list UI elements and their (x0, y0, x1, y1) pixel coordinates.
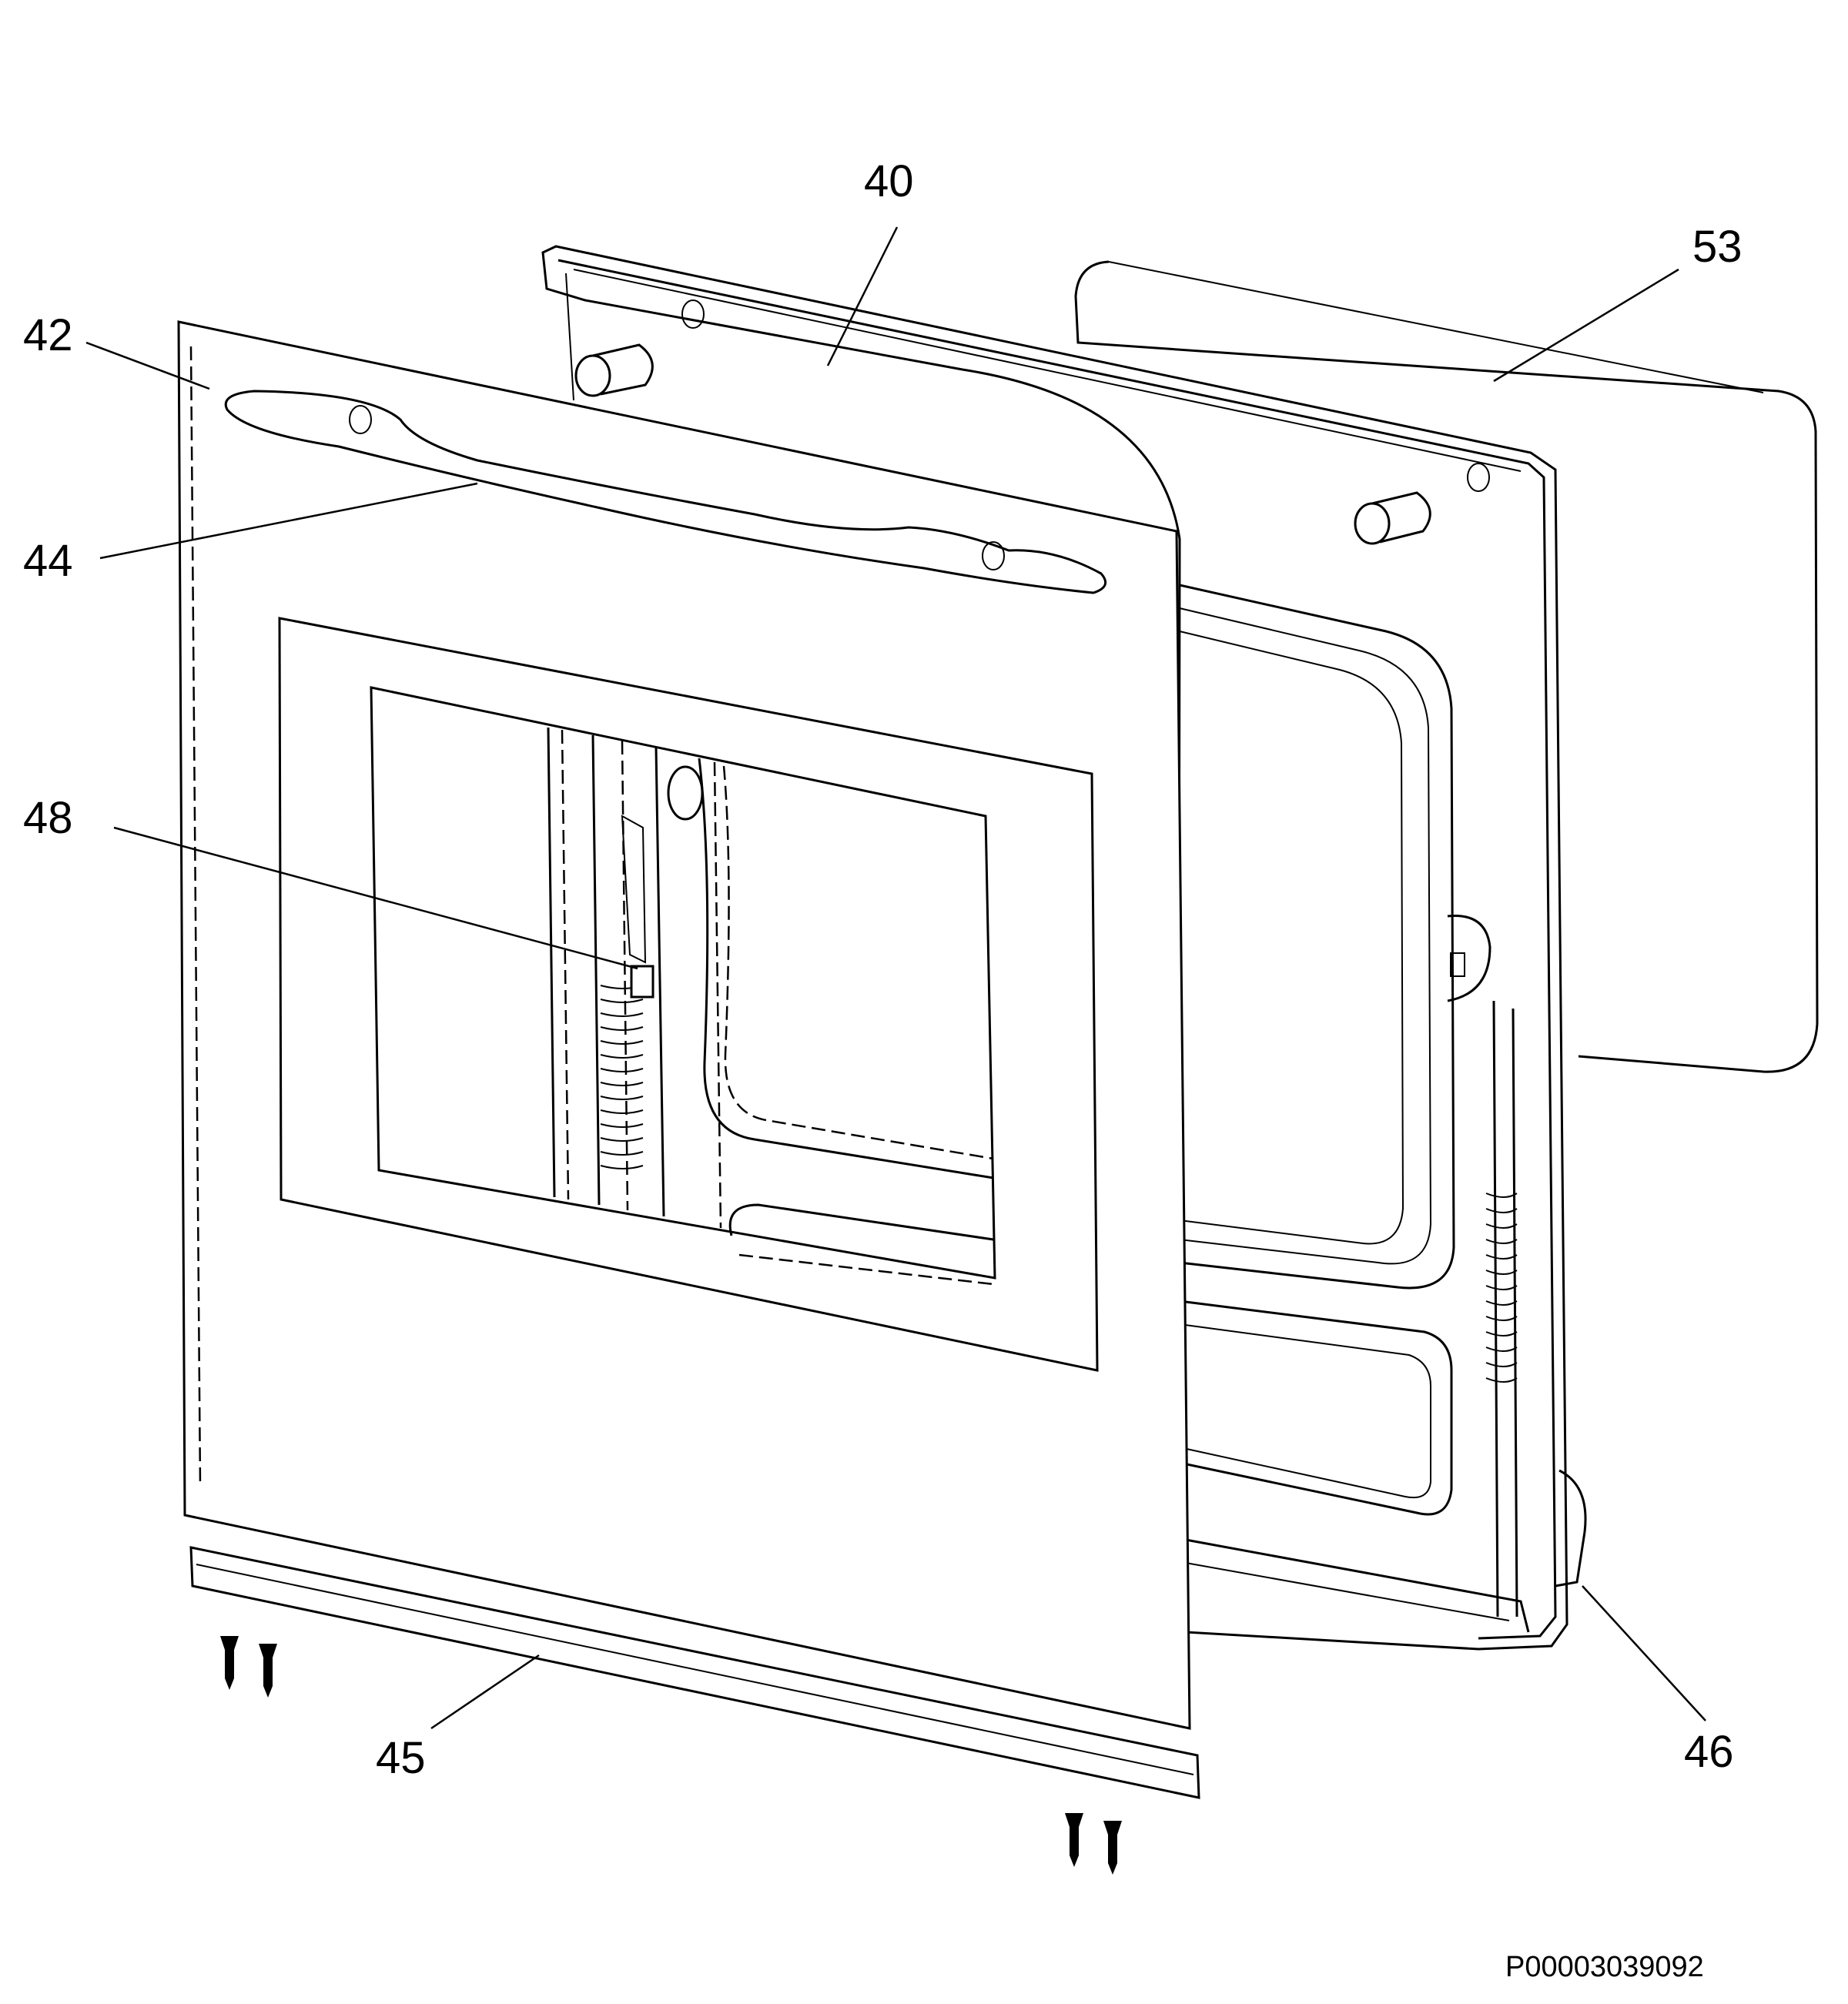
bottom-trim-45 (189, 1546, 1200, 1799)
handle-44 (224, 390, 1107, 594)
leader-46 (1582, 1585, 1706, 1721)
outer-glass-panel-42 (177, 320, 1191, 1730)
callout-46: 46 (1684, 1727, 1734, 1777)
leader-lines (85, 226, 1706, 1730)
leader-42 (85, 341, 210, 390)
leader-45 (430, 1654, 540, 1730)
screw-right-2 (1103, 1821, 1122, 1875)
callout-48: 48 (23, 793, 73, 843)
inner-door-frame-40 (541, 245, 1587, 1651)
screws (220, 1636, 1122, 1875)
leader-44 (99, 482, 478, 560)
callout-45: 45 (376, 1733, 426, 1783)
document-id: P00003039092 (1505, 1951, 1704, 1983)
leader-48 (113, 826, 638, 970)
leader-53 (1493, 268, 1679, 383)
leader-40 (826, 226, 899, 366)
screw-left-2 (259, 1644, 277, 1698)
screw-left-1 (220, 1636, 239, 1690)
callout-53: 53 (1692, 222, 1743, 272)
screw-right-1 (1065, 1813, 1083, 1867)
callout-40: 40 (864, 156, 914, 206)
callout-42: 42 (23, 310, 73, 360)
callout-44: 44 (23, 536, 73, 586)
